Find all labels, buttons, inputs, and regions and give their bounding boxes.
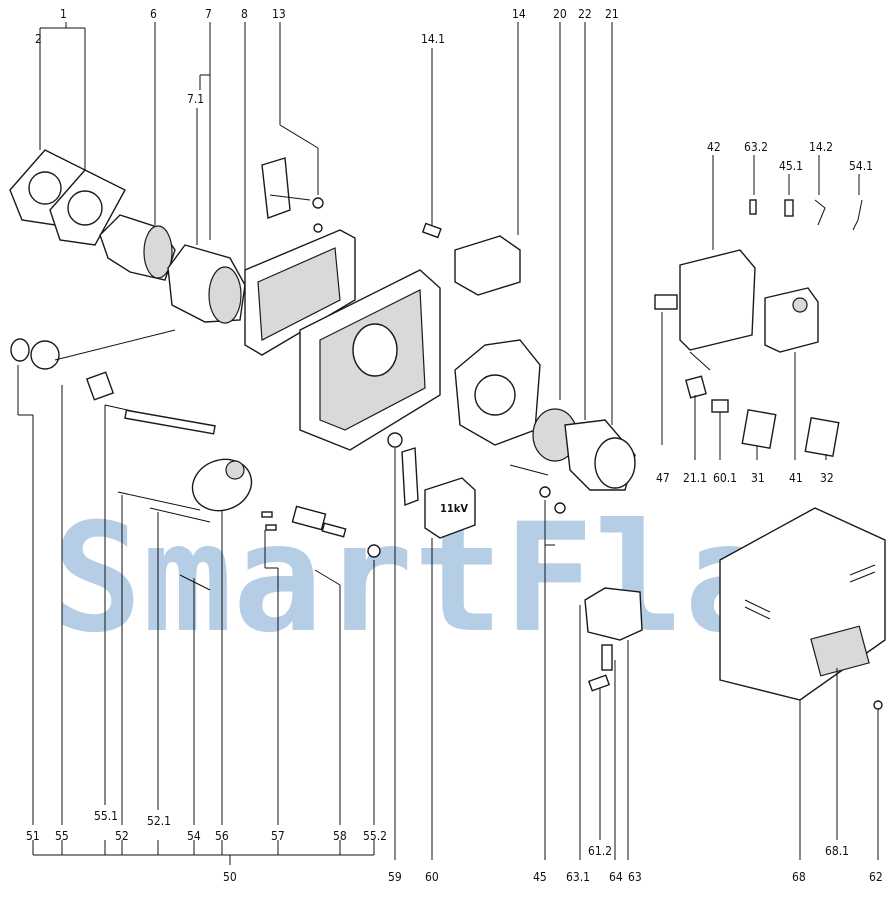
bottom-callouts: 51 55 55.1 52 52.1 54 56 57 58 55.2 50 5… [26, 809, 883, 884]
label-41: 41 [789, 471, 803, 485]
label-60: 60 [425, 870, 439, 884]
control-cover-41 [764, 287, 819, 353]
flange-housing-7 [167, 244, 246, 324]
burner-housing [299, 269, 441, 451]
label-8: 8 [241, 7, 248, 21]
label-58: 58 [333, 829, 347, 843]
label-1: 1 [60, 7, 67, 21]
label-55-1: 55.1 [94, 809, 118, 823]
bottom-leader-lines [17, 312, 879, 865]
label-32: 32 [820, 471, 834, 485]
burner-cover-68 [719, 507, 886, 701]
label-7-1: 7.1 [187, 92, 204, 106]
label-14-1: 14.1 [421, 32, 445, 46]
connectors [685, 375, 840, 457]
label-63-1: 63.1 [566, 870, 590, 884]
label-50: 50 [223, 870, 237, 884]
label-68-1: 68.1 [825, 844, 849, 858]
label-7: 7 [205, 7, 212, 21]
label-22: 22 [578, 7, 592, 21]
blast-tube-6 [99, 214, 176, 281]
label-56: 56 [215, 829, 229, 843]
label-61-2: 61.2 [588, 844, 612, 858]
label-59: 59 [388, 870, 402, 884]
label-63-2: 63.2 [744, 140, 768, 154]
label-20: 20 [553, 7, 567, 21]
label-31: 31 [751, 471, 765, 485]
label-63: 63 [628, 870, 642, 884]
top-leader-lines [39, 22, 860, 425]
diffuser-51-55 [10, 329, 176, 401]
label-55: 55 [55, 829, 69, 843]
label-62: 62 [869, 870, 883, 884]
label-45-1: 45.1 [779, 159, 803, 173]
motor-flange-plate [454, 339, 541, 446]
small-parts-57-58 [261, 505, 381, 558]
label-2: 2 [35, 32, 42, 46]
screw-62 [873, 700, 883, 720]
label-64: 64 [609, 870, 623, 884]
label-68: 68 [792, 870, 806, 884]
label-6: 6 [150, 7, 157, 21]
mounting-plate-56 [191, 458, 253, 512]
housing-frame-8 [244, 229, 356, 356]
label-54-1: 54.1 [849, 159, 873, 173]
label-14-2: 14.2 [809, 140, 833, 154]
solenoid-coil-14 [454, 235, 521, 296]
label-21: 21 [605, 7, 619, 21]
label-51: 51 [26, 829, 40, 843]
label-45: 45 [533, 870, 547, 884]
electrode-rods [104, 404, 216, 591]
nozzle-assembly-45 [509, 464, 566, 514]
control-box-42 [654, 249, 756, 371]
label-57: 57 [271, 829, 285, 843]
label-55-2: 55.2 [363, 829, 387, 843]
label-14: 14 [512, 7, 526, 21]
flange-gasket-2 [9, 149, 126, 246]
accessory-clips [749, 199, 863, 231]
o-ring-59 [387, 432, 403, 448]
ignition-transformer-60: 11kV [401, 447, 476, 539]
label-13: 13 [272, 7, 286, 21]
pin-14-1 [421, 222, 442, 239]
label-47: 47 [656, 471, 670, 485]
label-21-1: 21.1 [683, 471, 707, 485]
label-52: 52 [115, 829, 129, 843]
label-42: 42 [707, 140, 721, 154]
label-60-1: 60.1 [713, 471, 737, 485]
label-54: 54 [187, 829, 201, 843]
fan-motor-20-21-22 [532, 408, 636, 491]
top-callouts: 1 2 6 7 7.1 8 13 14.1 14 20 22 21 42 63.… [35, 7, 873, 173]
ignition-voltage-label: 11kV [440, 502, 468, 515]
mid-callouts: 47 21.1 60.1 31 41 32 [656, 471, 834, 485]
label-52-1: 52.1 [147, 814, 171, 828]
air-damper-13 [261, 157, 324, 233]
oil-pump-63 [584, 587, 643, 692]
